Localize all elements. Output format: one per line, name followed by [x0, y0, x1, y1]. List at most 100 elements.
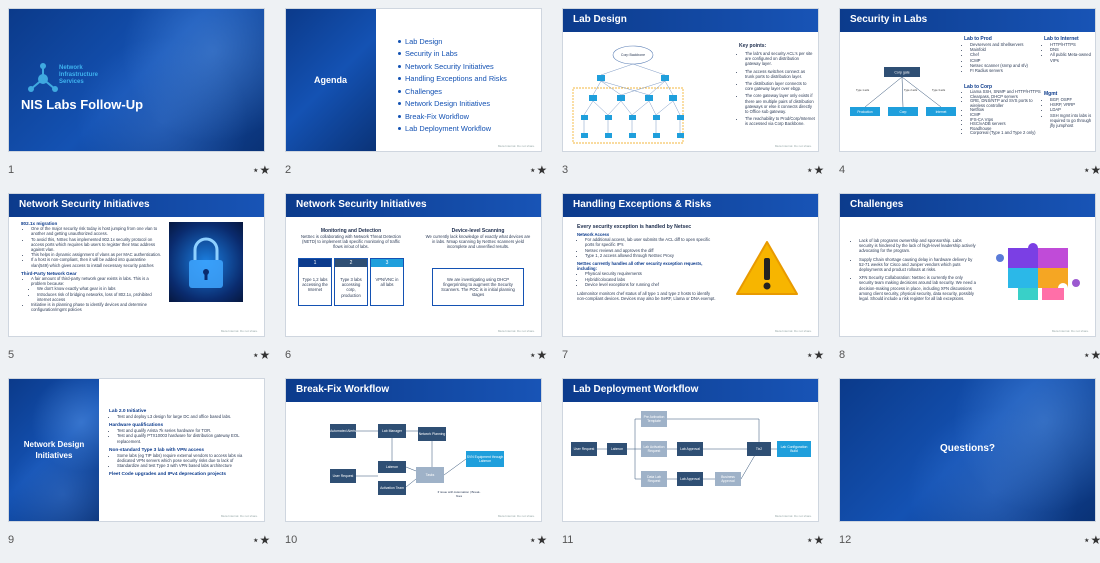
title-bar: Security in Labs — [840, 9, 1095, 32]
slide-number: 1 — [8, 164, 15, 176]
title-bar: Challenges — [840, 194, 1095, 217]
title-bar: Lab Deployment Workflow — [563, 379, 818, 402]
slide-transition-star-icon[interactable]: ⋆★ — [806, 163, 825, 177]
slide-footer: Meta Internal. Do not share. — [220, 329, 258, 333]
workflow-node: Data Lab Request — [641, 471, 667, 487]
workflow-node: Tasks — [416, 467, 444, 483]
slide-thumbnail-3[interactable]: Lab Design Corp Backbone Key points: The… — [562, 8, 819, 152]
diagram-edge-label: Type 2 acls — [904, 88, 918, 92]
slide-transition-star-icon[interactable]: ⋆★ — [529, 348, 548, 362]
slide-title: Agenda — [314, 75, 348, 85]
slide-title: Network Design Initiatives — [23, 440, 85, 460]
workflow-note: If issue with Automation | Break-fixes — [437, 490, 481, 498]
workflow-node: Labmon — [378, 461, 406, 473]
step-2: 2 Type 3 labs accessing corp, production — [334, 258, 368, 306]
slide-transition-star-icon[interactable]: ⋆★ — [529, 533, 548, 547]
workflow-node: Activation Team — [378, 481, 406, 495]
title-bar: Network Security Initiatives — [9, 194, 264, 217]
slide-title: NIS Labs Follow-Up — [21, 97, 144, 112]
slide-title: Lab Deployment Workflow — [573, 384, 699, 395]
lock-image — [169, 222, 243, 302]
agenda-item: Network Design Initiatives — [398, 98, 507, 111]
slide-transition-star-icon[interactable]: ⋆★ — [1083, 348, 1100, 362]
lab-network-diagram: Corp Backbone — [572, 45, 684, 144]
slide-thumbnail-9[interactable]: Network Design Initiatives Lab 2.0 Initi… — [8, 378, 265, 522]
slide-title: Handling Exceptions & Risks — [573, 199, 712, 210]
slide-transition-star-icon[interactable]: ⋆★ — [252, 533, 271, 547]
slide-number: 3 — [562, 164, 569, 176]
workflow-connectors — [356, 430, 467, 488]
workflow-node: User Request — [330, 469, 356, 483]
slide-footer: Meta Internal. Do not share. — [774, 514, 812, 518]
slide-title: Break-Fix Workflow — [296, 384, 390, 395]
lab-to-prod: Lab to Prod Devservers and ShellserversM… — [964, 36, 1042, 73]
slide-thumbnail-12[interactable]: Questions? — [839, 378, 1096, 522]
agenda-item: Lab Deployment Workflow — [398, 123, 507, 136]
scanning-section: Device-level Scanning We currently lack … — [425, 228, 531, 250]
workflow-node: Labmon — [607, 443, 627, 455]
slide-transition-star-icon[interactable]: ⋆★ — [806, 533, 825, 547]
slide-transition-star-icon[interactable]: ⋆★ — [1083, 163, 1100, 177]
diagram-edge-label: Type 1 acls — [856, 88, 870, 92]
slide-title: Security in Labs — [850, 14, 928, 25]
slide-title: Challenges — [850, 199, 904, 210]
diagram-label: Corp Backbone — [621, 53, 645, 57]
slide-thumbnail-7[interactable]: Handling Exceptions & Risks Every securi… — [562, 193, 819, 337]
lab-to-corp: Lab to Corp Liama SSH, SNMP and HTTP/HTT… — [964, 84, 1042, 136]
slide-title: Lab Design — [573, 14, 627, 25]
key-points: Key points: The lab's and security ACL's… — [739, 43, 815, 127]
workflow-node: User Request — [571, 442, 597, 456]
lab-to-internet: Lab to Internet HTTP/HTTPSDNSAll public … — [1044, 36, 1094, 63]
slide-transition-star-icon[interactable]: ⋆★ — [1083, 533, 1100, 547]
workflow-node: Business Approval — [715, 472, 741, 486]
slide-footer: Meta Internal. Do not share. — [1051, 329, 1089, 333]
workflow-node: Automated Alerts — [330, 424, 356, 438]
slide-footer: Meta Internal. Do not share. — [497, 514, 535, 518]
slide-number: 10 — [285, 534, 298, 546]
slide-number: 11 — [562, 534, 574, 546]
slide-body: Lab 2.0 Initiative Test and deploy L3 de… — [109, 409, 259, 477]
network-logo-icon — [28, 63, 58, 92]
title-bar: Break-Fix Workflow — [286, 379, 541, 402]
agenda-item: Network Security Initiatives — [398, 60, 507, 73]
slide-thumbnail-2[interactable]: Agenda Lab Design Security in Labs Netwo… — [285, 8, 542, 152]
slide-thumbnail-5[interactable]: Network Security Initiatives 802.1x migr… — [8, 193, 265, 337]
slide-footer: Meta Internal. Do not share. — [497, 329, 535, 333]
diagram-node-label: Internet — [936, 110, 947, 114]
monitoring-section: Monitoring and Detection NetSec is colla… — [300, 228, 401, 250]
slide-title: Questions? — [939, 443, 995, 454]
diagram-node-label: Corp — [900, 110, 907, 114]
workflow-node: Lab Activation Request — [641, 441, 667, 457]
slide-body: Every security exception is handled by N… — [577, 224, 717, 301]
slide-footer: Meta Internal. Do not share. — [220, 514, 258, 518]
slide-thumbnail-10[interactable]: Break-Fix Workflow Automated Alerts Lab … — [285, 378, 542, 522]
slide-transition-star-icon[interactable]: ⋆★ — [806, 348, 825, 362]
slide-number: 9 — [8, 534, 15, 546]
slide-number: 8 — [839, 349, 846, 361]
slide-number: 12 — [839, 534, 852, 546]
mgmt: Mgmt BGP, OSPFHSRP, VRRPLDAPSSH mgmt int… — [1044, 91, 1094, 128]
slide-thumbnail-6[interactable]: Network Security Initiatives Monitoring … — [285, 193, 542, 337]
slide-footer: Meta Internal. Do not share. — [497, 144, 535, 148]
slide-title: Network Security Initiatives — [296, 199, 427, 210]
slide-number: 4 — [839, 164, 846, 176]
key-point: The lab's and security ACL's per site ar… — [745, 51, 815, 67]
slide-transition-star-icon[interactable]: ⋆★ — [252, 348, 271, 362]
slide-thumbnail-11[interactable]: Lab Deployment Workflow User Request Lab… — [562, 378, 819, 522]
challenges-list: Lack of lab programs ownership and spons… — [854, 238, 976, 301]
agenda-item: Challenges — [398, 85, 507, 98]
workflow-node: Tix2 — [747, 442, 771, 456]
key-point: The core gateway layer only exists if th… — [745, 93, 815, 114]
padlock-icon — [189, 237, 223, 288]
workflow-node: Lab Configuration Build — [777, 441, 811, 457]
slide-thumbnail-4[interactable]: Security in Labs Corp gate Production Co… — [839, 8, 1096, 152]
slide-transition-star-icon[interactable]: ⋆★ — [529, 163, 548, 177]
slide-transition-star-icon[interactable]: ⋆★ — [252, 163, 271, 177]
diagram-node-label: Corp gate — [894, 71, 909, 75]
dhcp-box: We are investigating using DHCP fingerpr… — [432, 268, 524, 306]
slide-footer: Meta Internal. Do not share. — [774, 144, 812, 148]
workflow-node: Lab Manager — [378, 424, 406, 438]
slide-thumbnail-8[interactable]: Challenges Lack of lab programs ownershi… — [839, 193, 1096, 337]
